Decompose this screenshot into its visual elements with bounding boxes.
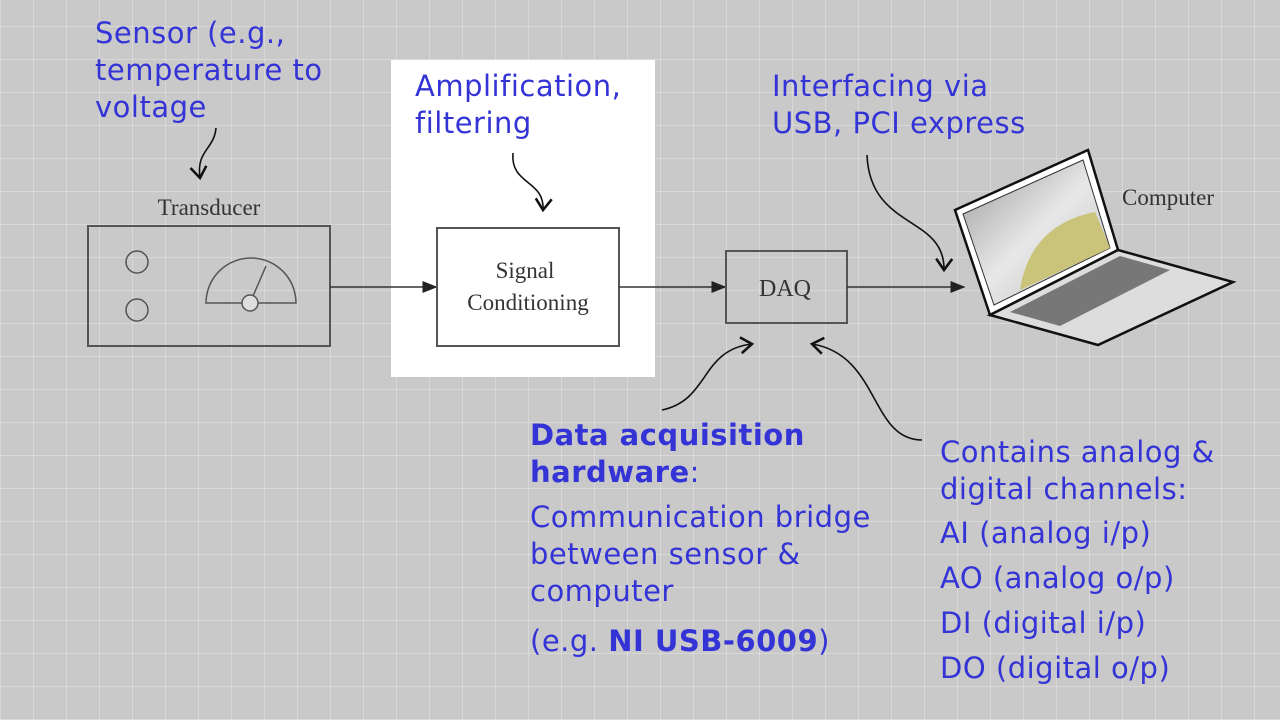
channel-ai: AI (analog i/p) [940,516,1152,550]
amplification-note: Amplification, filtering [415,69,622,140]
daq-label: DAQ [759,276,811,302]
gauge-icon [205,257,297,312]
transducer-label: Transducer [158,195,261,220]
sensor-note: Sensor (e.g., temperature to voltage [95,16,323,124]
daq-example-note: (e.g. NI USB-6009) [530,623,830,660]
signal-conditioning-label-1: Signal [496,258,555,283]
indicator-light-icon [125,298,149,322]
interfacing-note: Interfacing via USB, PCI express [772,69,1026,140]
transducer-block [87,225,331,347]
computer-label: Computer [1122,185,1214,210]
signal-conditioning-label-2: Conditioning [467,290,589,315]
daq-example-model: NI USB-6009 [608,624,819,658]
annotation-arrows [189,127,954,441]
daq-example-suffix: ) [818,624,830,658]
channel-di: DI (digital i/p) [940,606,1147,640]
daq-example-prefix: (e.g. [530,624,609,658]
signal-conditioning-block [436,227,620,347]
daq-title: Data acquisition hardware [530,418,805,489]
channel-ao: AO (analog o/p) [940,561,1175,595]
channels-title-note: Contains analog & digital channels: [940,435,1215,506]
laptop-icon [953,148,1237,347]
daq-description-note: Communication bridge between sensor & co… [530,500,871,608]
channel-do: DO (digital o/p) [940,651,1171,685]
daq-title-colon: : [689,455,700,489]
indicator-light-icon [125,250,149,274]
daq-title-note: Data acquisition hardware: [530,417,805,491]
